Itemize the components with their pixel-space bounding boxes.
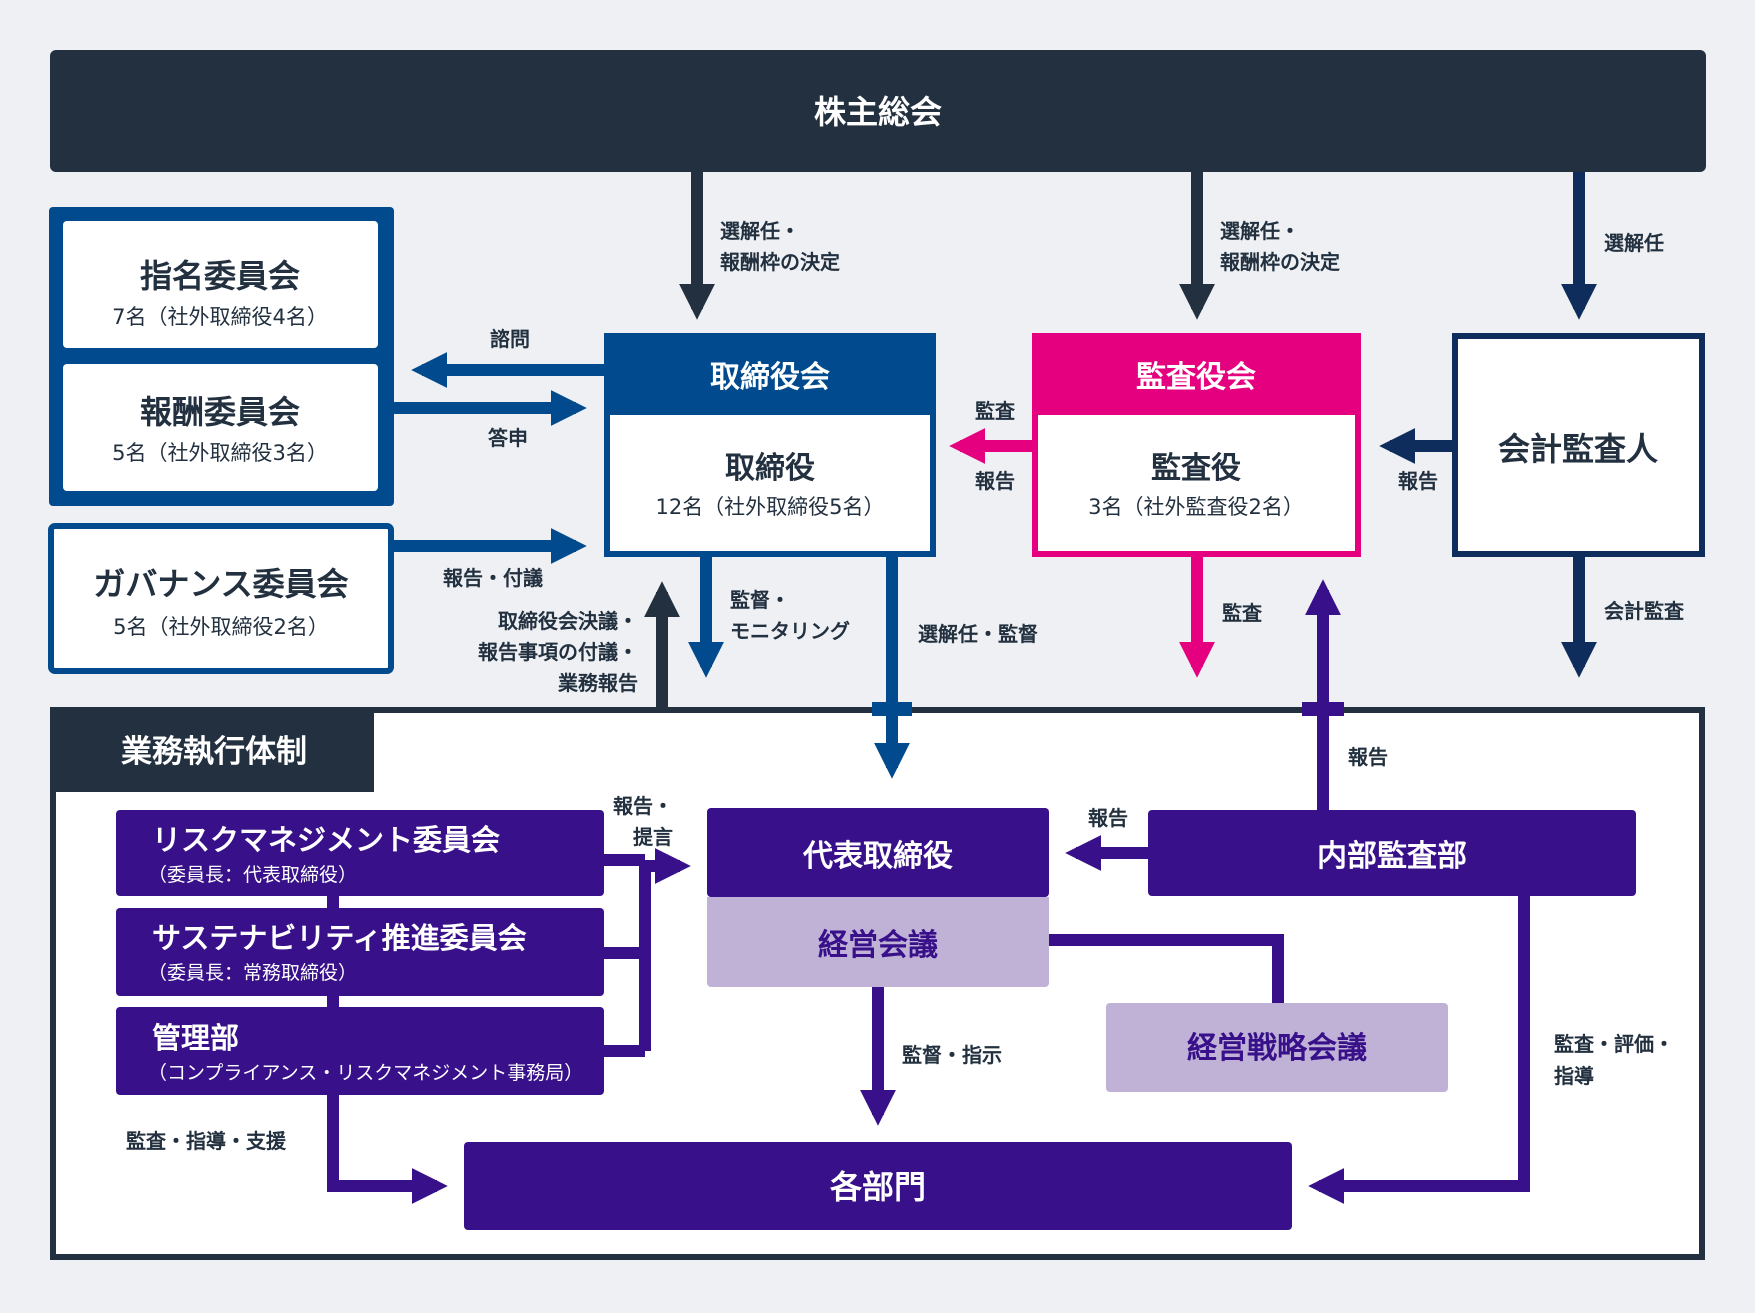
label-exec-report-1: 取締役会決議・: [498, 609, 638, 633]
label-ia-report-ceo: 報告: [1088, 806, 1128, 830]
governance-committee-box: [48, 523, 394, 674]
audit-board-members: 3名（社外監査役2名）: [1088, 495, 1304, 519]
board-members: 12名（社外取締役5名）: [655, 495, 884, 519]
departments-box: [464, 1142, 1292, 1230]
compensation-committee-box: [63, 364, 378, 491]
label-accounting-audit: 会計監査: [1604, 599, 1684, 623]
label-supervise-1: 監督・: [730, 588, 790, 612]
label-report-back: 答申: [488, 426, 528, 450]
label-report-to-audit: 報告: [1398, 469, 1438, 493]
admin-dept-box: [116, 1007, 604, 1095]
label-governance-report: 報告・付議: [443, 566, 543, 590]
label-audit-to-board: 監査: [975, 399, 1015, 423]
compensation-committee-members: 5名（社外取締役3名）: [112, 441, 328, 465]
board-header-label: 取締役会: [710, 360, 830, 395]
nomination-committee-members: 7名（社外取締役4名）: [112, 305, 328, 329]
label-supervise-2: モニタリング: [730, 619, 850, 643]
label-ia-report-up: 報告: [1348, 745, 1388, 769]
departments-label: 各部門: [830, 1168, 926, 1206]
mgmt-meeting-box: [707, 897, 1049, 987]
audit-board-header: [1032, 333, 1361, 415]
admin-dept-sub: （コンプライアンス・リスクマネジメント事務局）: [148, 1062, 583, 1084]
execution-tab-label: 業務執行体制: [121, 734, 307, 770]
ceo-box: [707, 808, 1049, 897]
label-board-appoint-2: 報酬枠の決定: [720, 250, 840, 274]
label-admin-support: 監査・指導・支援: [126, 1129, 287, 1153]
label-committee-report-1: 報告・: [613, 794, 673, 818]
risk-committee-title: リスクマネジメント委員会: [152, 823, 500, 857]
ceo-label: 代表取締役: [802, 839, 953, 874]
label-auditor-appoint: 選解任: [1604, 231, 1664, 255]
sustainability-committee-title: サステナビリティ推進委員会: [152, 921, 527, 955]
label-audit-down: 監査: [1222, 601, 1262, 625]
nomination-committee-box: [63, 221, 378, 348]
compensation-committee-title: 報酬委員会: [140, 393, 300, 431]
strategy-meeting-box: [1106, 1003, 1448, 1092]
label-exec-report-2: 報告事項の付議・: [478, 640, 638, 664]
label-audit-appoint-2: 報酬枠の決定: [1220, 250, 1340, 274]
governance-committee-title: ガバナンス委員会: [93, 565, 348, 603]
mgmt-meeting-label: 経営会議: [818, 928, 938, 963]
audit-board-header-label: 監査役会: [1136, 360, 1256, 395]
audit-board-title: 監査役: [1151, 451, 1241, 486]
arrow-admin-to-departments: [327, 1095, 448, 1204]
board-header: [604, 333, 936, 415]
label-board-appoint-1: 選解任・: [720, 219, 800, 243]
label-committee-report-2: 提言: [633, 825, 673, 849]
label-exec-report-3: 業務報告: [558, 671, 638, 695]
internal-audit-box: [1148, 810, 1636, 896]
strategy-meeting-label: 経営戦略会議: [1187, 1031, 1367, 1066]
arrow-internal-audit-to-departments: [1308, 896, 1530, 1204]
label-ia-eval-1: 監査・評価・: [1554, 1032, 1674, 1056]
admin-dept-title: 管理部: [152, 1021, 239, 1055]
label-supervise-instruct: 監督・指示: [902, 1043, 1002, 1067]
risk-committee-box: [116, 810, 604, 896]
label-appoint-supervise: 選解任・監督: [918, 622, 1038, 646]
execution-tab: [50, 707, 374, 792]
label-consult: 諮問: [490, 327, 530, 351]
internal-audit-label: 内部監査部: [1317, 839, 1467, 874]
governance-committee-members: 5名（社外取締役2名）: [113, 615, 329, 639]
connector-mgmt-strategy: [1049, 934, 1284, 1003]
risk-committee-chair: （委員長：代表取締役）: [148, 864, 357, 886]
board-title: 取締役: [725, 451, 815, 486]
accounting-auditor-label: 会計監査人: [1498, 430, 1658, 468]
shareholders-box: [50, 50, 1706, 172]
shareholders-label: 株主総会: [814, 93, 942, 131]
sustainability-committee-box: [116, 908, 604, 996]
nomination-committee-title: 指名委員会: [140, 257, 300, 295]
label-ia-eval-2: 指導: [1554, 1064, 1594, 1088]
sustainability-committee-chair: （委員長：常務取締役）: [148, 962, 357, 984]
committee-bracket: [604, 854, 651, 1057]
label-report-to-board: 報告: [975, 469, 1015, 493]
label-audit-appoint-1: 選解任・: [1220, 219, 1300, 243]
